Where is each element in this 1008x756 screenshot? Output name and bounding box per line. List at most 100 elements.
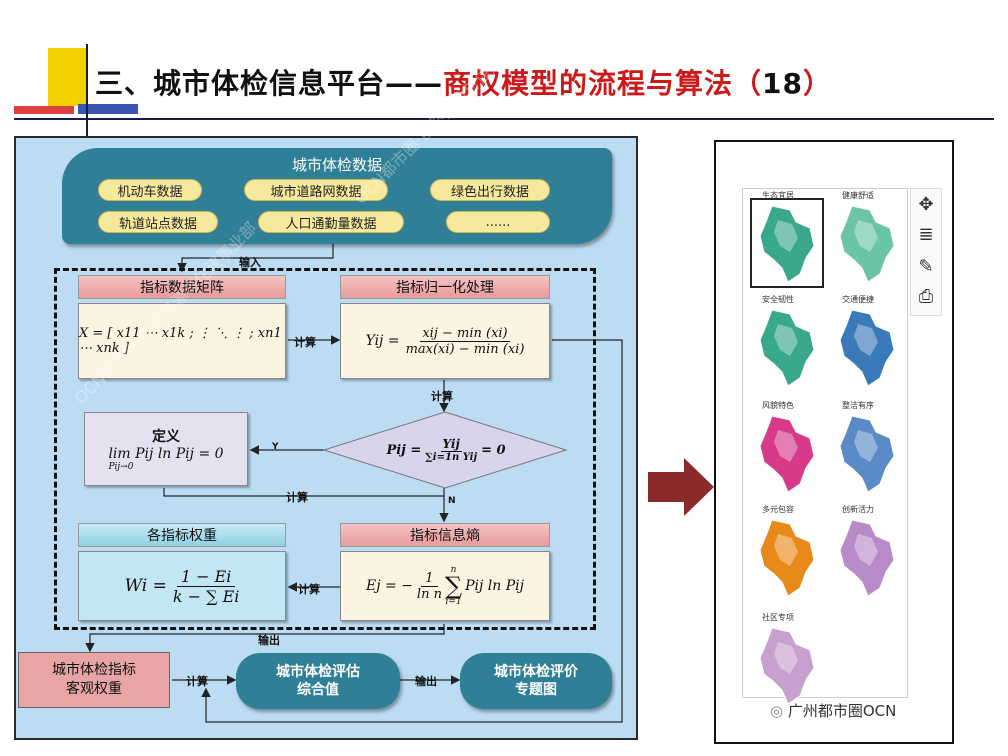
weights-denominator: k − ∑ Ei (172, 586, 240, 606)
pen-icon[interactable]: ✎ (918, 256, 934, 277)
map-region (759, 415, 815, 493)
map-thumbnail[interactable] (832, 202, 902, 284)
label-output-2: 输出 (415, 675, 437, 688)
title-deco-vline (86, 44, 88, 136)
diamond-rhs: = 0 (481, 442, 506, 458)
label-compute-5: 计算 (186, 675, 208, 688)
map-subregion (774, 220, 798, 252)
title-deco-blue (78, 104, 138, 114)
definition-formula: lim Pij ln Pij = 0 (108, 446, 224, 462)
entropy-lhs: Ej = − (366, 578, 413, 594)
title-part1: 三、城市体检信息平台—— (95, 67, 444, 100)
thematic-map-node: 城市体检评价 专题图 (460, 653, 612, 709)
map-region (839, 205, 895, 283)
entropy-formula-box: Ej = − 1 ln n n ∑ i=1 Pij ln Pij (340, 551, 550, 621)
normalize-numerator: xij − min (xi) (420, 325, 510, 342)
map-label: 社区专项 (762, 613, 794, 622)
print-icon[interactable]: ⎙ (918, 286, 934, 307)
map-region (759, 519, 815, 597)
data-pill-rail-station: 轨道站点数据 (98, 211, 218, 233)
label-input: 输入 (239, 256, 261, 269)
entropy-sum-bot: i=1 (445, 597, 462, 607)
map-subregion (854, 324, 878, 356)
map-subregion (774, 430, 798, 462)
weights-lhs: Wi = (124, 576, 167, 596)
map-subregion (854, 430, 878, 462)
map-thumbnail[interactable] (752, 306, 822, 388)
pan-icon[interactable]: ✥ (918, 194, 934, 215)
map-region (759, 627, 815, 705)
weights-header: 各指标权重 (78, 523, 286, 547)
map-thumbnail[interactable] (752, 516, 822, 598)
label-yes: Y (272, 442, 279, 452)
map-thumbnail[interactable] (752, 624, 822, 706)
label-no: N (448, 496, 456, 506)
map-subregion (854, 220, 878, 252)
weights-fraction: 1 − Ei k − ∑ Ei (173, 567, 240, 606)
entropy-sum-top: n (450, 565, 457, 575)
composite-value-label: 城市体检评估 综合值 (276, 664, 360, 698)
map-label: 安全韧性 (762, 295, 794, 304)
data-pill-green-travel: 绿色出行数据 (430, 179, 550, 201)
map-region (759, 205, 815, 283)
title-deco-yellow (48, 48, 88, 106)
map-toolbar (910, 188, 942, 316)
normalize-header: 指标归一化处理 (340, 275, 550, 299)
arrow-body (648, 472, 684, 502)
map-thumbnail[interactable] (752, 412, 822, 494)
selected-map-frame[interactable] (750, 198, 824, 288)
map-region (839, 309, 895, 387)
map-label: 交通便捷 (842, 295, 874, 304)
map-label: 健康舒适 (842, 191, 874, 200)
wechat-icon: ◎ (770, 702, 788, 720)
footer-brand: ◎ 广州都市圈OCN (770, 700, 896, 721)
sigma-icon: ∑ (444, 572, 463, 600)
entropy-fraction: 1 ln n (417, 571, 442, 602)
definition-sub: Pij→0 (108, 462, 134, 472)
map-thumbnail[interactable] (832, 306, 902, 388)
map-label: 风貌特色 (762, 401, 794, 410)
weights-formula-box: Wi = 1 − Ei k − ∑ Ei (78, 551, 286, 621)
diamond-denominator: ∑i=1n Yij (425, 452, 478, 463)
entropy-frac-num: 1 (421, 571, 438, 587)
map-region (839, 415, 895, 493)
diamond-fraction: Yij ∑i=1n Yij (425, 437, 477, 463)
map-grid (742, 188, 908, 698)
map-label: 多元包容 (762, 505, 794, 514)
diamond-numerator: Yij (440, 437, 462, 452)
data-source-title: 城市体检数据 (291, 156, 382, 174)
map-subregion (774, 324, 798, 356)
entropy-frac-den: ln n (416, 586, 442, 602)
label-compute-2: 计算 (431, 390, 453, 403)
normalize-fraction: xij − min (xi) max(xi) − min (xi) (406, 326, 525, 357)
slide-title: 三、城市体检信息平台——商权模型的流程与算法（18） (95, 62, 832, 102)
map-label: 整洁有序 (842, 401, 874, 410)
entropy-header: 指标信息熵 (340, 523, 550, 547)
layers-icon[interactable]: ≣ (918, 224, 934, 245)
map-label: 创新活力 (842, 505, 874, 514)
data-pill-commute: 人口通勤量数据 (258, 211, 404, 233)
matrix-formula: X = [ x11 ⋯ x1k ; ⋮ ⋱ ⋮ ; xn1 ⋯ xnk ] (79, 326, 282, 356)
map-region (759, 309, 815, 387)
decision-diamond (322, 411, 568, 489)
normalize-lhs: Yij = (365, 333, 400, 349)
normalize-denominator: max(xi) − min (xi) (405, 341, 525, 357)
matrix-formula-box: X = [ x11 ⋯ x1k ; ⋮ ⋱ ⋮ ; xn1 ⋯ xnk ] (78, 303, 286, 379)
definition-box: 定义 lim Pij ln Pij = 0 Pij→0 (84, 412, 248, 486)
diamond-lhs: Pij = (386, 442, 422, 458)
arrow-right-icon (684, 458, 714, 516)
title-number: 18 (762, 67, 803, 100)
data-pill-more: ...... (446, 211, 550, 233)
map-thumbnail[interactable] (832, 516, 902, 598)
thematic-map-label: 城市体检评价 专题图 (494, 664, 578, 698)
data-pill-vehicle: 机动车数据 (98, 179, 202, 201)
label-compute-4: 计算 (298, 583, 320, 596)
map-thumbnail[interactable] (752, 202, 822, 284)
data-pill-road-network: 城市道路网数据 (244, 179, 388, 201)
label-output-1: 输出 (258, 634, 280, 647)
composite-value-node: 城市体检评估 综合值 (236, 653, 400, 709)
map-thumbnail[interactable] (832, 412, 902, 494)
map-subregion (774, 642, 798, 674)
footer-text: 广州都市圈OCN (787, 702, 897, 720)
